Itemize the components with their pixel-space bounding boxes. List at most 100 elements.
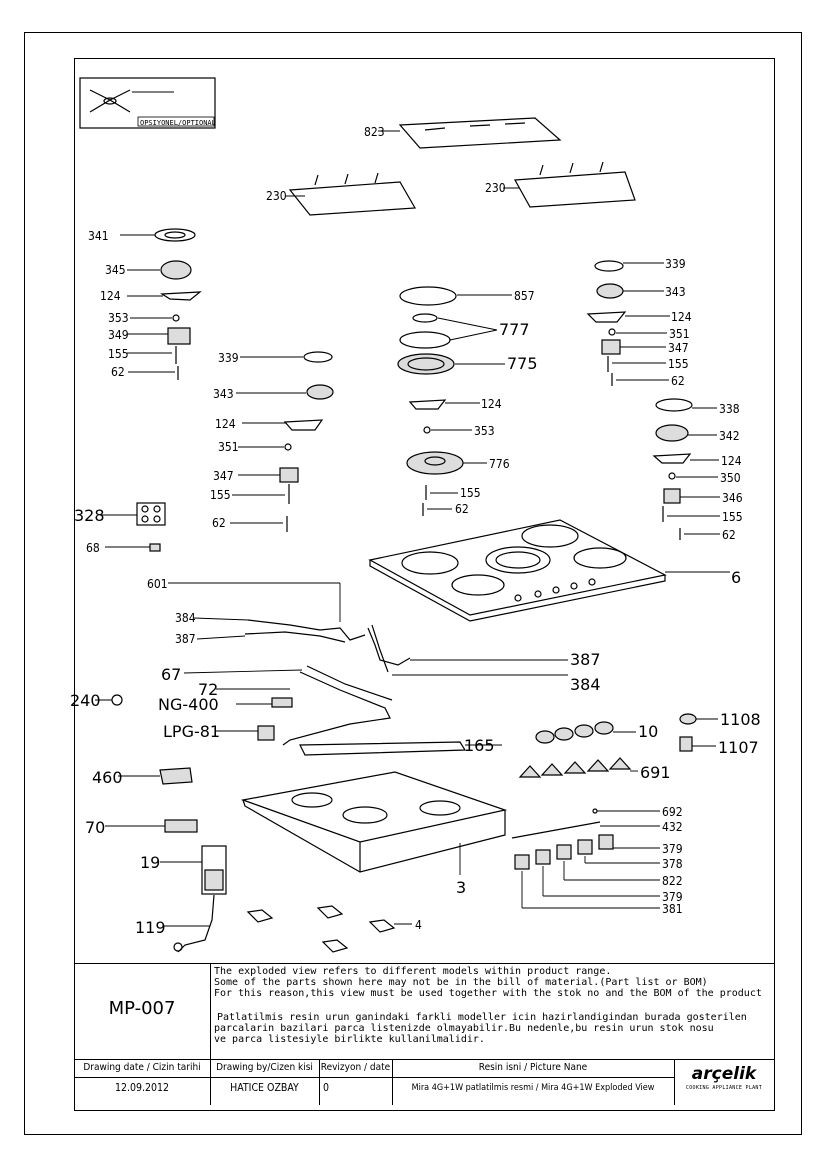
part-label: 62 bbox=[455, 502, 469, 516]
pan-support-823: 823 bbox=[364, 117, 562, 149]
wok-support-58 bbox=[89, 89, 131, 113]
optional-label: OPSIYONEL/OPTIONAL bbox=[140, 119, 216, 127]
part-label: 72 bbox=[198, 680, 218, 699]
part-label: 339 bbox=[218, 351, 239, 365]
part-label: 432 bbox=[662, 820, 683, 834]
part-label: 62 bbox=[111, 365, 125, 379]
gas-pipes: 601 384 387 387 384 bbox=[147, 577, 601, 694]
note-tr-3: ve parca listesiyle birlikte kullanilmal… bbox=[214, 1034, 485, 1045]
pan-support-230-right: 230 bbox=[485, 161, 636, 208]
part-label: 155 bbox=[108, 347, 129, 361]
part-label: 124 bbox=[481, 397, 502, 411]
part-label: 3 bbox=[456, 878, 466, 897]
part-label: 379 bbox=[662, 842, 683, 856]
note-tr-1: Patlatilmis resin urun ganindaki farkli … bbox=[217, 1012, 747, 1023]
optional-box: OPSIYONEL/OPTIONAL bbox=[79, 77, 216, 129]
part-label: 349 bbox=[108, 328, 129, 342]
part-label: 10 bbox=[638, 722, 658, 741]
drawing-frame bbox=[74, 58, 775, 1111]
part-label: 230 bbox=[266, 189, 287, 203]
brand-logo: arçelik COOKING APPLIANCE PLANT bbox=[678, 1064, 770, 1098]
revision-value: 0 bbox=[323, 1082, 330, 1094]
part-label: 351 bbox=[218, 440, 239, 454]
feet-4: 4 bbox=[246, 905, 422, 953]
part-label: 823 bbox=[364, 125, 385, 139]
part-label: 351 bbox=[669, 327, 690, 341]
part-label: 345 bbox=[105, 263, 126, 277]
part-label: 155 bbox=[210, 488, 231, 502]
part-label: 1107 bbox=[718, 738, 759, 757]
header-drawing-by: Drawing by/Cizen kisi bbox=[216, 1062, 313, 1073]
note-en-2: Some of the parts shown here may not be … bbox=[214, 977, 708, 988]
header-revision: Revizyon / date bbox=[320, 1062, 391, 1073]
part-label: 62 bbox=[212, 516, 226, 530]
part-label: 384 bbox=[175, 611, 196, 625]
drawing-by-value: HATICE OZBAY bbox=[230, 1082, 299, 1094]
part-label: 460 bbox=[92, 768, 123, 787]
drawing-date-value: 12.09.2012 bbox=[114, 1082, 170, 1094]
part-label: 379 bbox=[662, 890, 683, 904]
part-label: 155 bbox=[668, 357, 689, 371]
part-label: 4 bbox=[415, 918, 422, 932]
part-label: 62 bbox=[722, 528, 736, 542]
part-label: 822 bbox=[662, 874, 683, 888]
part-label: 343 bbox=[665, 285, 686, 299]
knobs-10: 10 bbox=[535, 721, 658, 744]
part-label: 119 bbox=[135, 918, 166, 937]
part-460-70: 460 70 bbox=[85, 767, 198, 837]
part-label: 342 bbox=[719, 429, 740, 443]
part-label: 776 bbox=[489, 457, 510, 471]
part-label: 19 bbox=[140, 853, 160, 872]
part-label: 67 bbox=[161, 665, 181, 684]
center-burner-parts: 857 777 775 124 353 776 155 62 bbox=[397, 286, 538, 516]
part-label: 70 bbox=[85, 818, 105, 837]
part-label: 328 bbox=[74, 506, 105, 525]
bezels-691: 691 bbox=[518, 757, 671, 782]
drawing-sheet-border bbox=[24, 32, 802, 1135]
part-label: 124 bbox=[215, 417, 236, 431]
part-label: 387 bbox=[175, 632, 196, 646]
part-label: 857 bbox=[514, 289, 535, 303]
part-label: 240 bbox=[70, 691, 101, 710]
part-label: 346 bbox=[722, 491, 743, 505]
header-drawing-date: Drawing date / Cizin tarihi bbox=[83, 1062, 201, 1073]
part-328-68: 328 68 bbox=[74, 502, 166, 555]
part-label: 165 bbox=[464, 736, 495, 755]
left-burner-parts: 341 345 124 353 349 155 62 bbox=[88, 228, 202, 380]
part-label: 341 bbox=[88, 229, 109, 243]
header-picture-name: Resin isni / Picture Nane bbox=[478, 1062, 588, 1073]
gas-manifold: 67 72 NG-400 LPG-81 240 165 bbox=[70, 665, 502, 756]
note-en-3: For this reason,this view must be used t… bbox=[214, 988, 762, 999]
part-label: 338 bbox=[719, 402, 740, 416]
ignition-19-119: 19 119 bbox=[135, 845, 227, 953]
part-label: 124 bbox=[721, 454, 742, 468]
part-label: 381 bbox=[662, 902, 683, 916]
part-label: 601 bbox=[147, 577, 168, 591]
note-tr-2: parcalarin bazilari parca listenizde olm… bbox=[214, 1023, 714, 1034]
right-lower-burner-parts: 338 342 124 350 346 155 62 bbox=[652, 398, 743, 542]
part-label: 155 bbox=[722, 510, 743, 524]
part-label: 347 bbox=[668, 341, 689, 355]
part-label: 230 bbox=[485, 181, 506, 195]
part-label: NG-400 bbox=[158, 695, 219, 714]
part-label: 339 bbox=[665, 257, 686, 271]
part-label: 347 bbox=[213, 469, 234, 483]
part-label: 353 bbox=[474, 424, 495, 438]
note-en-1: The exploded view refers to different mo… bbox=[214, 966, 612, 977]
part-label: 124 bbox=[100, 289, 121, 303]
brand-subtitle: COOKING APPLIANCE PLANT bbox=[685, 1085, 763, 1091]
hob-body-3: 3 bbox=[240, 771, 508, 897]
title-block: MP-007 The exploded view refers to diffe… bbox=[74, 963, 775, 1105]
part-label: 353 bbox=[108, 311, 129, 325]
part-label: 692 bbox=[662, 805, 683, 819]
part-label: 68 bbox=[86, 541, 100, 555]
part-label: 155 bbox=[460, 486, 481, 500]
gas-valves: 692 432 379 378 822 379 381 bbox=[511, 805, 683, 916]
part-label: 775 bbox=[507, 354, 538, 373]
right-upper-burner-parts: 339 343 124 351 347 155 62 bbox=[586, 257, 692, 388]
part-label: 62 bbox=[671, 374, 685, 388]
part-label: 124 bbox=[671, 310, 692, 324]
part-label: 343 bbox=[213, 387, 234, 401]
part-label: 6 bbox=[731, 568, 741, 587]
drawing-number: MP-007 bbox=[108, 998, 176, 1019]
